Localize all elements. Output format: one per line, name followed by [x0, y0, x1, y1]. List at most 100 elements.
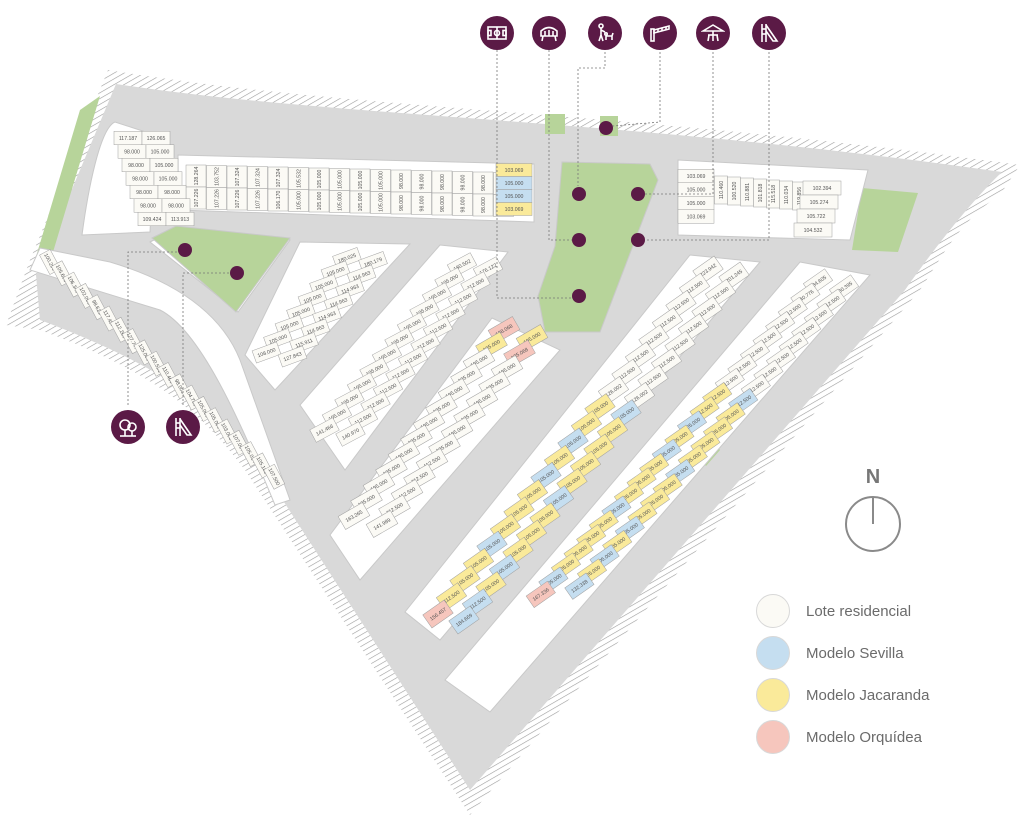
lot[interactable]: 98.000 — [121, 158, 151, 172]
lot-area-label: 98.000 — [440, 196, 446, 212]
lot[interactable]: 98.000 — [431, 170, 453, 194]
lot[interactable]: 105.000 — [308, 189, 330, 213]
lot[interactable]: 132.338 — [564, 572, 595, 600]
lot-shape — [564, 572, 595, 600]
lot[interactable]: 105.000 — [370, 191, 391, 214]
lot-area-label: 110.460 — [719, 181, 725, 199]
green-strip-west — [35, 96, 100, 262]
lot-area-label: 117.187 — [119, 136, 137, 142]
lot[interactable]: 107.324 — [267, 166, 289, 190]
lot[interactable]: 101.818 — [753, 178, 767, 208]
lot[interactable]: 98.000 — [411, 192, 432, 215]
lot[interactable]: 140.970 — [335, 421, 366, 447]
lot[interactable]: 106.170 — [267, 188, 289, 212]
lot-shape — [309, 417, 340, 443]
lot[interactable]: 141.466 — [309, 417, 340, 443]
lot-area-label: 98.000 — [124, 149, 140, 155]
compass-north-label: N — [865, 466, 881, 488]
lot[interactable]: 98.000 — [157, 185, 187, 199]
legend-item-modelo-jacaranda: Modelo Jacaranda — [756, 674, 1016, 716]
lot[interactable]: 117.187 — [113, 131, 143, 145]
lot[interactable]: 167.336 — [525, 580, 556, 608]
lot[interactable]: 128.264 — [185, 164, 207, 188]
lot[interactable]: 98.000 — [390, 169, 412, 193]
lot[interactable]: 127.843 — [277, 345, 308, 368]
lot[interactable]: 105.532 — [288, 167, 309, 190]
lot[interactable]: 105.000 — [149, 158, 179, 172]
lot[interactable]: 163.265 — [337, 502, 371, 530]
lot-area-label: 105.000 — [317, 192, 323, 211]
lot[interactable]: 105.000 — [153, 171, 183, 186]
lot[interactable]: 105.000 — [145, 144, 175, 159]
lot[interactable]: 98.000 — [452, 171, 473, 194]
lot[interactable]: 109.424 — [137, 212, 167, 226]
lot[interactable]: 115.518 — [766, 179, 780, 209]
lot[interactable]: 105.000 — [677, 182, 715, 197]
lot[interactable]: 103.069 — [677, 169, 715, 183]
lot[interactable]: 98.000 — [472, 193, 494, 217]
lot[interactable]: 141.989 — [365, 510, 399, 538]
lot[interactable]: 110.460 — [714, 175, 728, 205]
lot[interactable]: 107.500 — [263, 463, 285, 490]
lot[interactable]: 103.069 — [677, 209, 715, 224]
lot[interactable]: 113.913 — [165, 212, 195, 226]
lot[interactable]: 105.000 — [349, 190, 371, 214]
lot[interactable]: 103.752 — [206, 165, 227, 188]
lot-area-label: 98.000 — [460, 174, 466, 190]
lot[interactable]: 110.034 — [779, 180, 793, 210]
lot[interactable]: 105.000 — [677, 196, 715, 210]
lot-shape — [251, 341, 282, 364]
lot[interactable]: 98.000 — [390, 191, 412, 215]
lot[interactable]: 102.394 — [802, 180, 842, 196]
lot[interactable]: 105.000 — [329, 190, 350, 213]
lot[interactable]: 98.000 — [133, 198, 163, 213]
lot[interactable]: 105.722 — [796, 208, 836, 224]
lot[interactable]: 105.000 — [308, 167, 330, 191]
lot-area-label: 100.520 — [732, 182, 738, 201]
lot[interactable]: 98.000 — [129, 185, 159, 199]
lot[interactable]: 107.324 — [226, 165, 248, 189]
legend-label: Modelo Sevilla — [806, 644, 904, 662]
lot[interactable]: 105.000 — [288, 189, 309, 212]
lot[interactable]: 108.000 — [251, 341, 282, 364]
lot[interactable]: 103.069 — [495, 202, 533, 216]
lot[interactable]: 156.457 — [422, 599, 454, 629]
lot-area-label: 114.963 — [318, 311, 337, 323]
lot[interactable]: 184.669 — [448, 605, 480, 635]
lot[interactable]: 98.000 — [472, 171, 494, 195]
legend-swatch — [756, 594, 790, 628]
lot[interactable]: 105.000 — [495, 176, 533, 190]
lot[interactable]: 105.274 — [799, 194, 839, 210]
lot[interactable]: 98.000 — [161, 198, 191, 213]
lot[interactable]: 110.881 — [740, 177, 754, 207]
lot[interactable]: 98.000 — [431, 192, 453, 216]
lot[interactable]: 104.532 — [793, 222, 833, 238]
lot[interactable]: 98.000 — [125, 171, 155, 186]
access-gate-icon — [643, 16, 677, 50]
lot[interactable]: 107.226 — [226, 187, 248, 211]
lot[interactable]: 98.000 — [411, 170, 432, 193]
lot-shape — [677, 209, 715, 224]
legend-swatch — [756, 636, 790, 670]
lot-shape — [411, 192, 432, 215]
lot-area-label: 105.000 — [296, 191, 302, 210]
lot[interactable]: 105.000 — [349, 168, 371, 192]
lot[interactable]: 107.226 — [206, 187, 227, 210]
lot[interactable]: 107.226 — [247, 188, 268, 211]
lot[interactable]: 103.069 — [495, 163, 533, 177]
soccer-field-icon — [480, 16, 514, 50]
road-network — [36, 84, 1002, 790]
lot[interactable]: 105.000 — [329, 168, 350, 191]
lot[interactable]: 126.065 — [141, 131, 171, 145]
lot[interactable]: 100.520 — [727, 176, 741, 206]
lot-area-label: 128.264 — [194, 167, 200, 186]
lot-area-label: 106.170 — [276, 191, 282, 210]
lot-area-label: 105.000 — [505, 194, 524, 200]
pet-park-icon — [588, 16, 622, 50]
lot[interactable]: 107.324 — [247, 166, 268, 189]
lot[interactable]: 105.000 — [495, 189, 533, 203]
lot[interactable]: 105.000 — [370, 169, 391, 192]
lot[interactable]: 98.000 — [452, 193, 473, 216]
lot[interactable]: 98.000 — [117, 144, 147, 159]
